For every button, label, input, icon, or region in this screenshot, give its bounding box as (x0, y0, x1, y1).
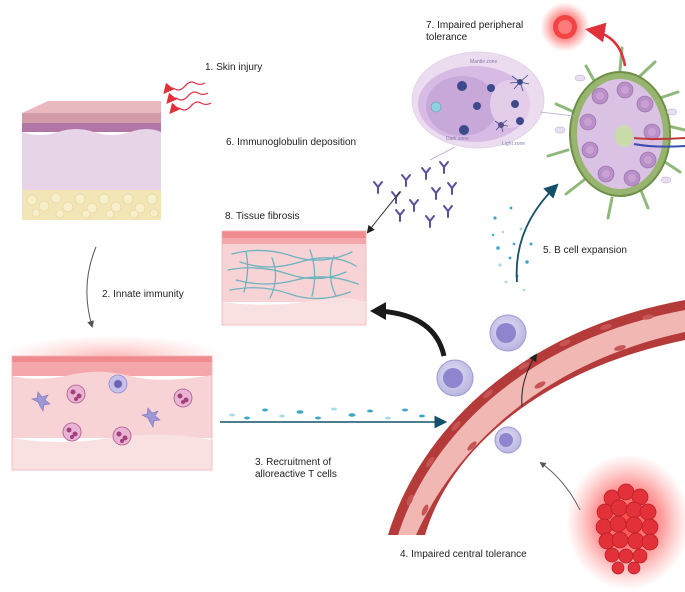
label-peripheral-tolerance-line1: 7. Impaired peripheral (426, 20, 524, 31)
label-b-cell-expansion: 5. B cell expansion (543, 245, 627, 256)
t-cell-left (436, 359, 474, 397)
inflamed-skin-block (0, 335, 225, 471)
arrow-to-tissue-fibrosis (379, 308, 447, 357)
label-skin-injury: 1. Skin injury (205, 62, 263, 73)
injury-arrows (163, 81, 212, 114)
light-zone-label: Light zone (502, 141, 525, 147)
mantle-zone-label: Mantle zone (470, 59, 497, 65)
recruitment-dashes (229, 407, 425, 420)
lymph-node (546, 46, 685, 220)
t-cell-upper (489, 314, 527, 352)
label-recruitment-line2: alloreactive T cells (255, 469, 337, 480)
label-central-tolerance: 4. Impaired central tolerance (400, 549, 527, 560)
label-peripheral-tolerance-line2: tolerance (426, 32, 468, 43)
arrow-injury-to-innate (86, 246, 97, 328)
label-recruitment-line1: 3. Recruitment of (255, 457, 332, 468)
arrow-b-cell-expansion (515, 183, 559, 283)
healthy-skin-block (22, 101, 161, 220)
dark-zone-label: Dark zone (446, 136, 469, 142)
arrow-thymus-to-vessel (539, 461, 581, 511)
antibodies (373, 161, 457, 228)
germinal-to-lymph-connector (539, 111, 575, 117)
blood-vessel (388, 300, 685, 535)
thymus (566, 454, 685, 590)
label-immunoglobulin-deposition: 6. Immunoglobulin deposition (226, 137, 357, 148)
label-tissue-fibrosis: 8. Tissue fibrosis (225, 211, 300, 222)
tissue-fibrosis-block (221, 230, 367, 326)
arrow-vessel-to-bcell (521, 353, 538, 407)
germinal-to-antibody-connector (429, 146, 456, 161)
germinal-center: Mantle zone Dark zone Light zone (411, 51, 545, 149)
arrow-lymph-to-red-cell (585, 22, 627, 67)
arrow-to-tissue-fibrosis-small (366, 191, 401, 234)
autoreactive-cell (540, 2, 590, 52)
label-innate-immunity: 2. Innate immunity (102, 289, 184, 300)
b-cell-dots (491, 206, 533, 292)
